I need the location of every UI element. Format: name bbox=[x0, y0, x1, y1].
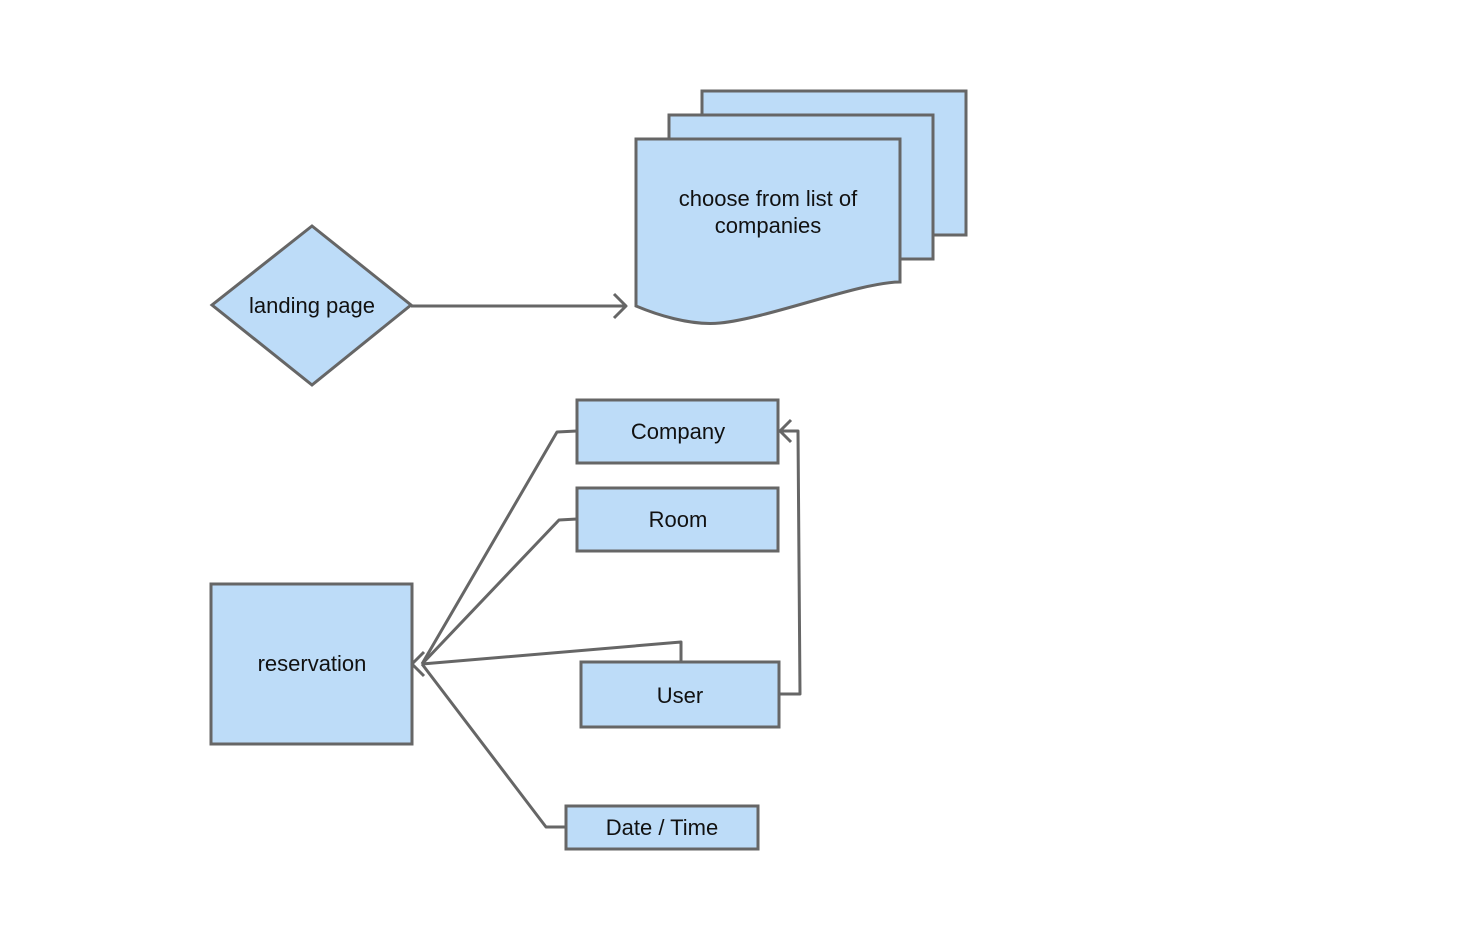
document-stack-front bbox=[634, 137, 902, 325]
company-arrowhead-icon bbox=[778, 418, 793, 444]
user-label: User bbox=[657, 683, 703, 708]
arrowhead-icon bbox=[612, 292, 628, 320]
reservation-node[interactable]: reservation bbox=[209, 582, 414, 746]
edge-room-to-reservation bbox=[420, 517, 578, 666]
edge-user-to-reservation bbox=[421, 640, 683, 666]
company-list-node[interactable]: choose from list of companies bbox=[634, 89, 968, 325]
room-node[interactable]: Room bbox=[575, 486, 780, 553]
datetime-label: Date / Time bbox=[606, 815, 718, 840]
landing-page-label: landing page bbox=[249, 293, 375, 318]
datetime-node[interactable]: Date / Time bbox=[564, 804, 760, 851]
landing-page-node[interactable]: landing page bbox=[209, 224, 414, 387]
landing-page-diamond bbox=[209, 224, 414, 387]
company-list-label-line1: choose from list of bbox=[679, 186, 858, 211]
user-box bbox=[579, 660, 781, 729]
edge-user-to-company bbox=[779, 429, 802, 696]
reservation-label: reservation bbox=[258, 651, 367, 676]
company-node[interactable]: Company bbox=[575, 398, 780, 465]
edge-company-to-reservation bbox=[420, 429, 578, 665]
reservation-box bbox=[209, 582, 414, 746]
company-label: Company bbox=[631, 419, 725, 444]
company-list-label-line2: companies bbox=[715, 213, 821, 238]
edge-datetime-to-reservation bbox=[420, 663, 566, 829]
user-node[interactable]: User bbox=[579, 660, 781, 729]
datetime-box bbox=[564, 804, 760, 851]
room-label: Room bbox=[649, 507, 708, 532]
edge-landing-to-companies bbox=[411, 292, 628, 320]
reservation-arrowhead-icon bbox=[410, 650, 426, 678]
company-box bbox=[575, 398, 780, 465]
